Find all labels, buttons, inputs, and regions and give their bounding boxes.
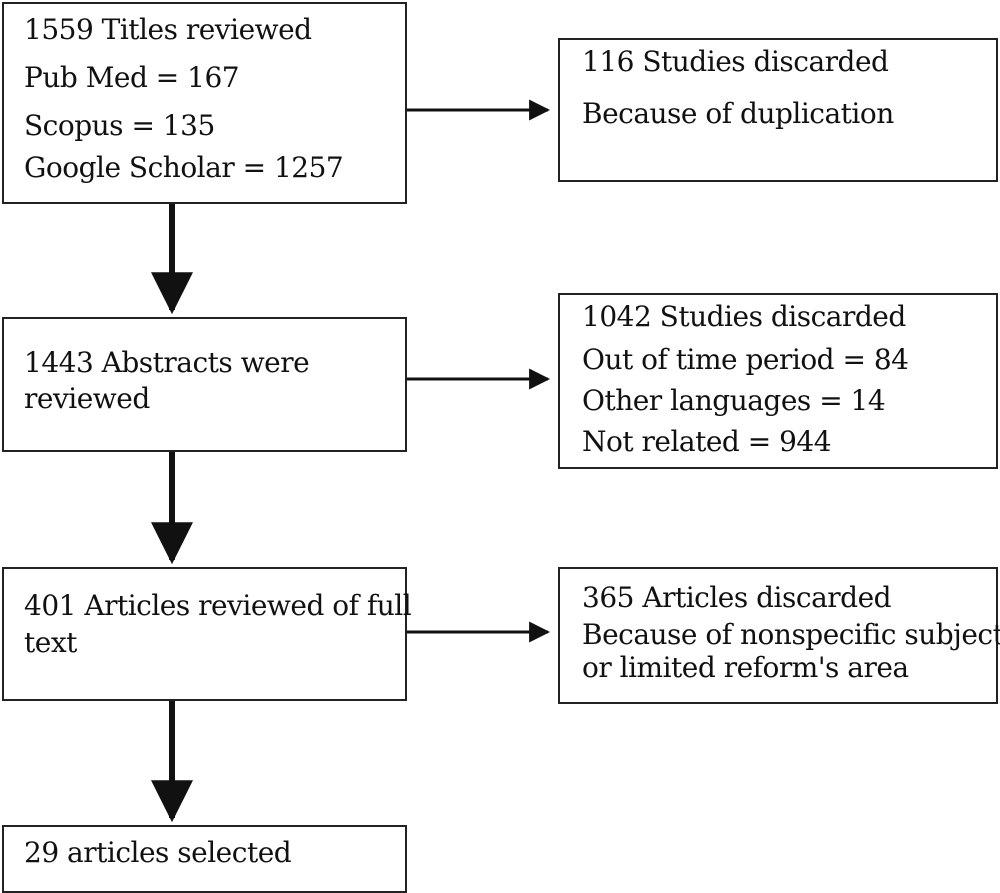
titles-source-pubmed: Pub Med = 167 — [24, 61, 240, 94]
duplication-discarded-box: 116 Studies discarded Because of duplica… — [558, 38, 998, 182]
duplication-discarded-header: 116 Studies discarded — [582, 45, 889, 78]
titles-source-scopus: Scopus = 135 — [24, 109, 215, 142]
titles-reviewed-header: 1559 Titles reviewed — [24, 13, 312, 46]
screening-reason-time-period: Out of time period = 84 — [582, 343, 909, 376]
screening-discarded-box: 1042 Studies discarded Out of time perio… — [558, 293, 998, 469]
duplication-reason: Because of duplication — [582, 97, 894, 130]
eligibility-discarded-box: 365 Articles discarded Because of nonspe… — [558, 567, 1000, 704]
titles-source-google-scholar: Google Scholar = 1257 — [24, 151, 344, 184]
fulltext-reviewed-line-2: text — [24, 626, 77, 659]
abstracts-reviewed-line-2: reviewed — [24, 382, 150, 415]
abstracts-reviewed-box: 1443 Abstracts were reviewed — [2, 317, 407, 452]
articles-selected-label: 29 articles selected — [24, 836, 292, 869]
titles-reviewed-box: 1559 Titles reviewed Pub Med = 167 Scopu… — [2, 2, 407, 204]
abstracts-reviewed-line-1: 1443 Abstracts were — [24, 346, 310, 379]
eligibility-reason-line-1: Because of nonspecific subject — [582, 618, 1000, 651]
screening-discarded-header: 1042 Studies discarded — [582, 300, 906, 333]
eligibility-reason-line-2: or limited reform's area — [582, 651, 909, 684]
eligibility-discarded-header: 365 Articles discarded — [582, 581, 892, 614]
fulltext-reviewed-box: 401 Articles reviewed of full text — [2, 567, 412, 701]
screening-reason-not-related: Not related = 944 — [582, 425, 832, 458]
articles-selected-box: 29 articles selected — [2, 825, 407, 893]
fulltext-reviewed-line-1: 401 Articles reviewed of full — [24, 589, 412, 622]
screening-reason-languages: Other languages = 14 — [582, 384, 886, 417]
